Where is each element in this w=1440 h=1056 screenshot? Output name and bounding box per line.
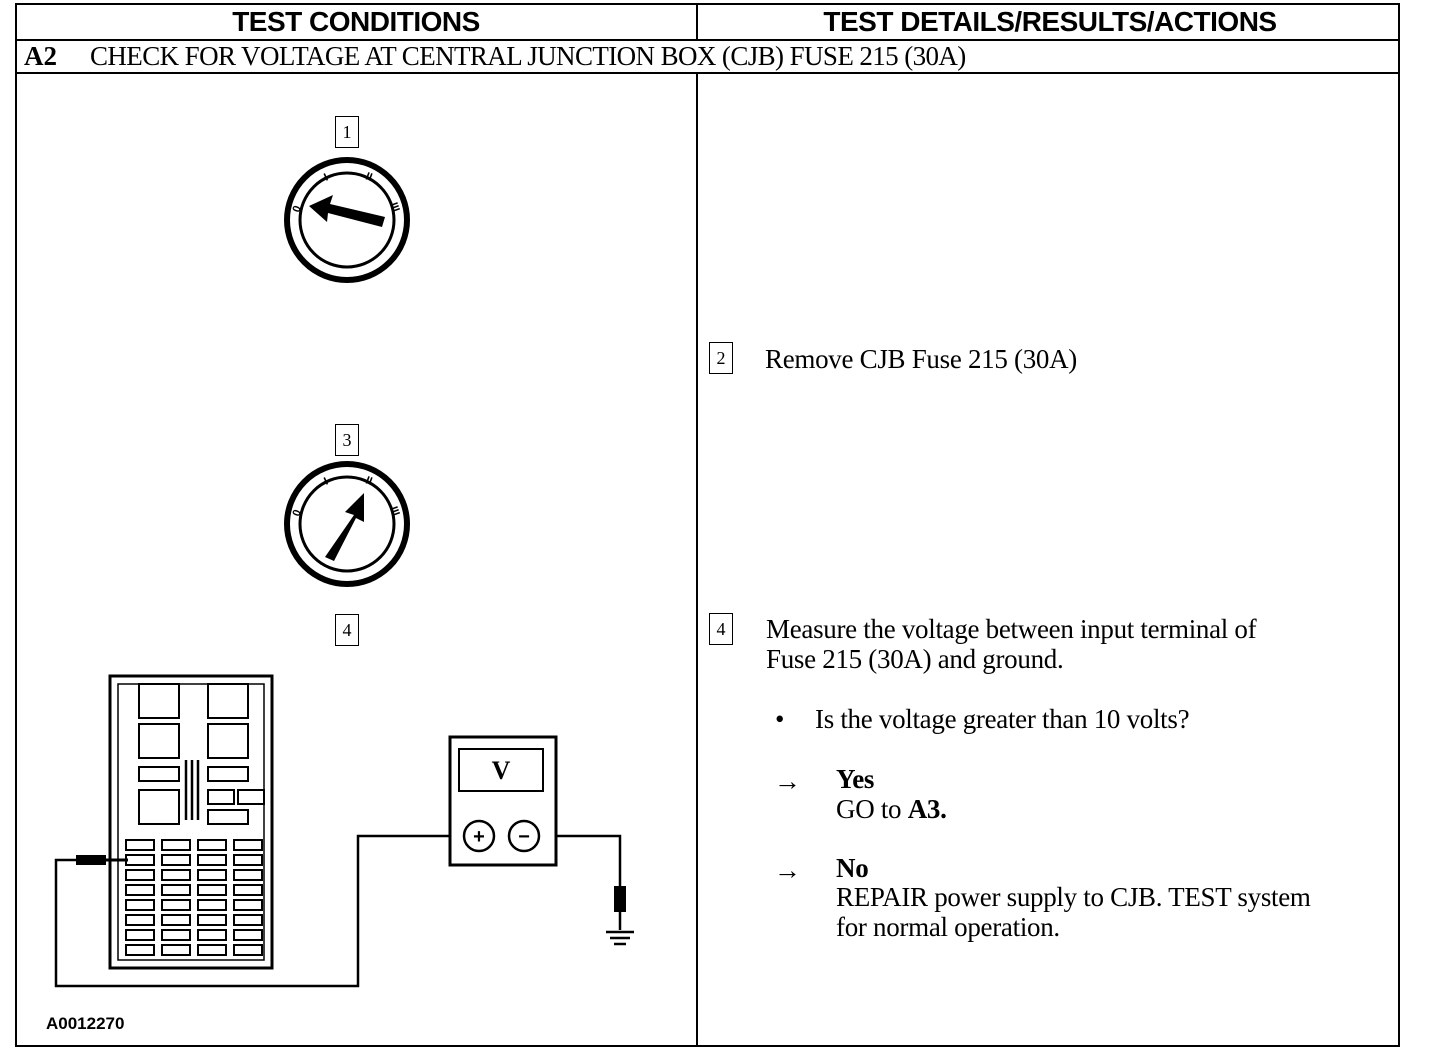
- question-text: Is the voltage greater than 10 volts?: [815, 704, 1190, 734]
- step-4-instruction-line-2: Fuse 215 (30A) and ground.: [766, 644, 1064, 674]
- step-4-instruction-line-1: Measure the voltage between input termin…: [766, 614, 1257, 644]
- ignition-label-off: 0: [291, 204, 304, 214]
- step-number: A2: [24, 41, 57, 71]
- callout-1: 1: [335, 116, 359, 148]
- negative-terminal-label: −: [518, 826, 530, 848]
- figure-id: A0012270: [46, 1014, 125, 1033]
- column-header-test-conditions: TEST CONDITIONS: [232, 6, 480, 37]
- negative-terminal: [507, 819, 541, 853]
- ignition-switch-off-icon: 0 I II III: [284, 157, 410, 283]
- key-pointer-run: [325, 493, 364, 561]
- central-junction-box-icon: [108, 674, 274, 970]
- bullet-icon: •: [775, 704, 785, 734]
- step-2-instruction: Remove CJB Fuse 215 (30A): [765, 344, 1077, 374]
- voltmeter-display: V: [492, 756, 511, 785]
- no-action-line-1: REPAIR power supply to CJB. TEST system: [836, 882, 1311, 912]
- ignition-label-start: III: [387, 505, 401, 518]
- step-title: CHECK FOR VOLTAGE AT CENTRAL JUNCTION BO…: [90, 41, 966, 71]
- positive-terminal: [462, 819, 496, 853]
- yes-label: Yes: [836, 764, 875, 794]
- ground-icon: [556, 834, 634, 946]
- ignition-label-acc: I: [322, 476, 330, 488]
- yes-action-prefix: GO to: [836, 794, 908, 824]
- yes-action: GO to A3.: [836, 794, 947, 824]
- yes-action-target[interactable]: A3.: [907, 794, 947, 824]
- voltmeter-icon: V + −: [448, 735, 558, 867]
- step-title-row: A2 CHECK FOR VOLTAGE AT CENTRAL JUNCTION…: [16, 40, 1400, 72]
- arrow-right-icon: →: [774, 855, 801, 885]
- ignition-label-start: III: [387, 201, 401, 214]
- ignition-label-run: II: [364, 475, 374, 488]
- ignition-label-run: II: [364, 171, 374, 184]
- ignition-label-acc: I: [322, 172, 330, 184]
- callout-4: 4: [335, 614, 359, 646]
- test-probe-icon: [54, 834, 452, 988]
- detail-callout-4: 4: [709, 613, 733, 645]
- key-pointer-off: [309, 195, 385, 227]
- no-label: No: [836, 853, 869, 883]
- callout-3: 3: [335, 424, 359, 456]
- column-header-test-details: TEST DETAILS/RESULTS/ACTIONS: [823, 6, 1277, 37]
- arrow-right-icon: →: [774, 766, 801, 796]
- detail-callout-2: 2: [709, 342, 733, 374]
- no-action-line-2: for normal operation.: [836, 912, 1060, 942]
- ignition-switch-run-icon: 0 I II III: [284, 461, 410, 587]
- positive-terminal-label: +: [473, 826, 485, 848]
- cjb-voltmeter-diagram: V + −: [54, 674, 634, 988]
- ignition-label-off: 0: [291, 508, 304, 518]
